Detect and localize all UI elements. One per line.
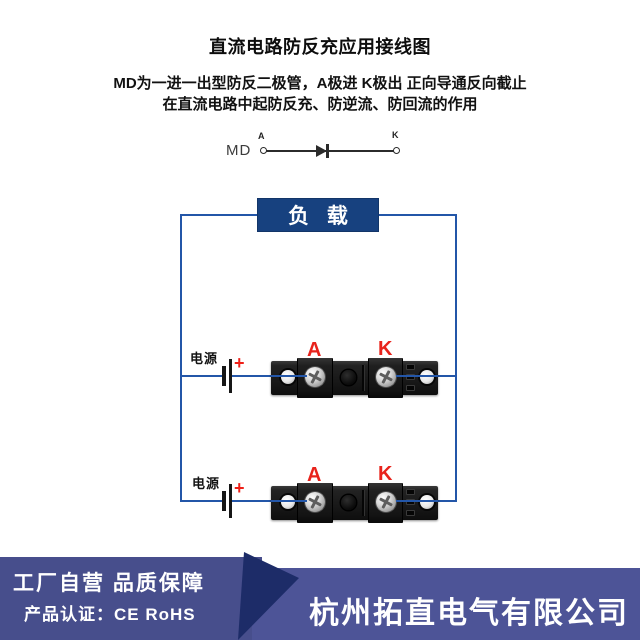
vent-slot-icon (362, 365, 364, 391)
footer-slogan: 工厂自营 品质保障 (13, 572, 205, 595)
mounting-hole-icon (420, 495, 434, 509)
battery-positive-plate-1 (229, 359, 232, 393)
diode-module-photo-1 (271, 356, 438, 400)
diode-symbol-name: MD (226, 142, 252, 159)
load-box: 负 载 (257, 198, 379, 232)
center-stud-icon (341, 370, 356, 385)
battery-positive-plate-2 (229, 484, 232, 518)
plus-sign-1: + (234, 353, 245, 373)
cathode-terminal-icon (393, 147, 400, 154)
mounting-hole-icon (420, 370, 434, 384)
footer-right-panel (252, 568, 640, 640)
footer-certifications: 产品认证：CE RoHS (24, 605, 196, 624)
battery-negative-plate-1 (222, 366, 226, 386)
module2-anode-label: A (307, 464, 322, 486)
symbol-wire (266, 150, 395, 152)
diode-module-photo-2 (271, 481, 438, 525)
battery-negative-plate-2 (222, 491, 226, 511)
battery-gap-2 (226, 497, 229, 505)
plus-sign-2: + (234, 478, 245, 498)
module1-anode-label: A (307, 339, 322, 361)
vent-slot-icon (362, 490, 364, 516)
module1-cathode-label: K (378, 338, 393, 360)
connector-slots-icon (406, 489, 415, 517)
mounting-hole-icon (281, 495, 295, 509)
battery-gap-1 (226, 372, 229, 380)
screw-terminal-anode-icon (305, 492, 325, 512)
screw-terminal-cathode-icon (376, 367, 396, 387)
screw-terminal-anode-icon (305, 367, 325, 387)
footer-divider-triangle-icon (238, 552, 299, 640)
symbol-cathode-label: K (392, 130, 399, 140)
description-line-1: MD为一进一出型防反二极管，A极进 K极出 正向导通反向截止 (113, 75, 527, 92)
wire-left (180, 214, 182, 502)
description-line-2: 在直流电路中起防反充、防逆流、防回流的作用 (162, 96, 478, 113)
wire-out-cathode-2 (396, 500, 438, 502)
wire-into-anode-2 (271, 500, 307, 502)
connector-slots-icon (406, 364, 415, 392)
diode-triangle-icon (316, 145, 327, 157)
symbol-anode-label: A (258, 131, 265, 141)
power-source-label-2: 电源 (192, 476, 221, 491)
wire-out-cathode-1 (396, 375, 438, 377)
power-source-label-1: 电源 (190, 351, 219, 366)
page-title: 直流电路防反充应用接线图 (209, 37, 431, 57)
wire-right (455, 214, 457, 502)
center-stud-icon (341, 495, 356, 510)
module2-cathode-label: K (378, 463, 393, 485)
screw-terminal-cathode-icon (376, 492, 396, 512)
wire-into-anode-1 (271, 375, 307, 377)
diode-cathode-bar-icon (326, 144, 329, 158)
mounting-hole-icon (281, 370, 295, 384)
company-name: 杭州拓直电气有限公司 (309, 597, 629, 630)
footer-left-panel (0, 557, 262, 640)
